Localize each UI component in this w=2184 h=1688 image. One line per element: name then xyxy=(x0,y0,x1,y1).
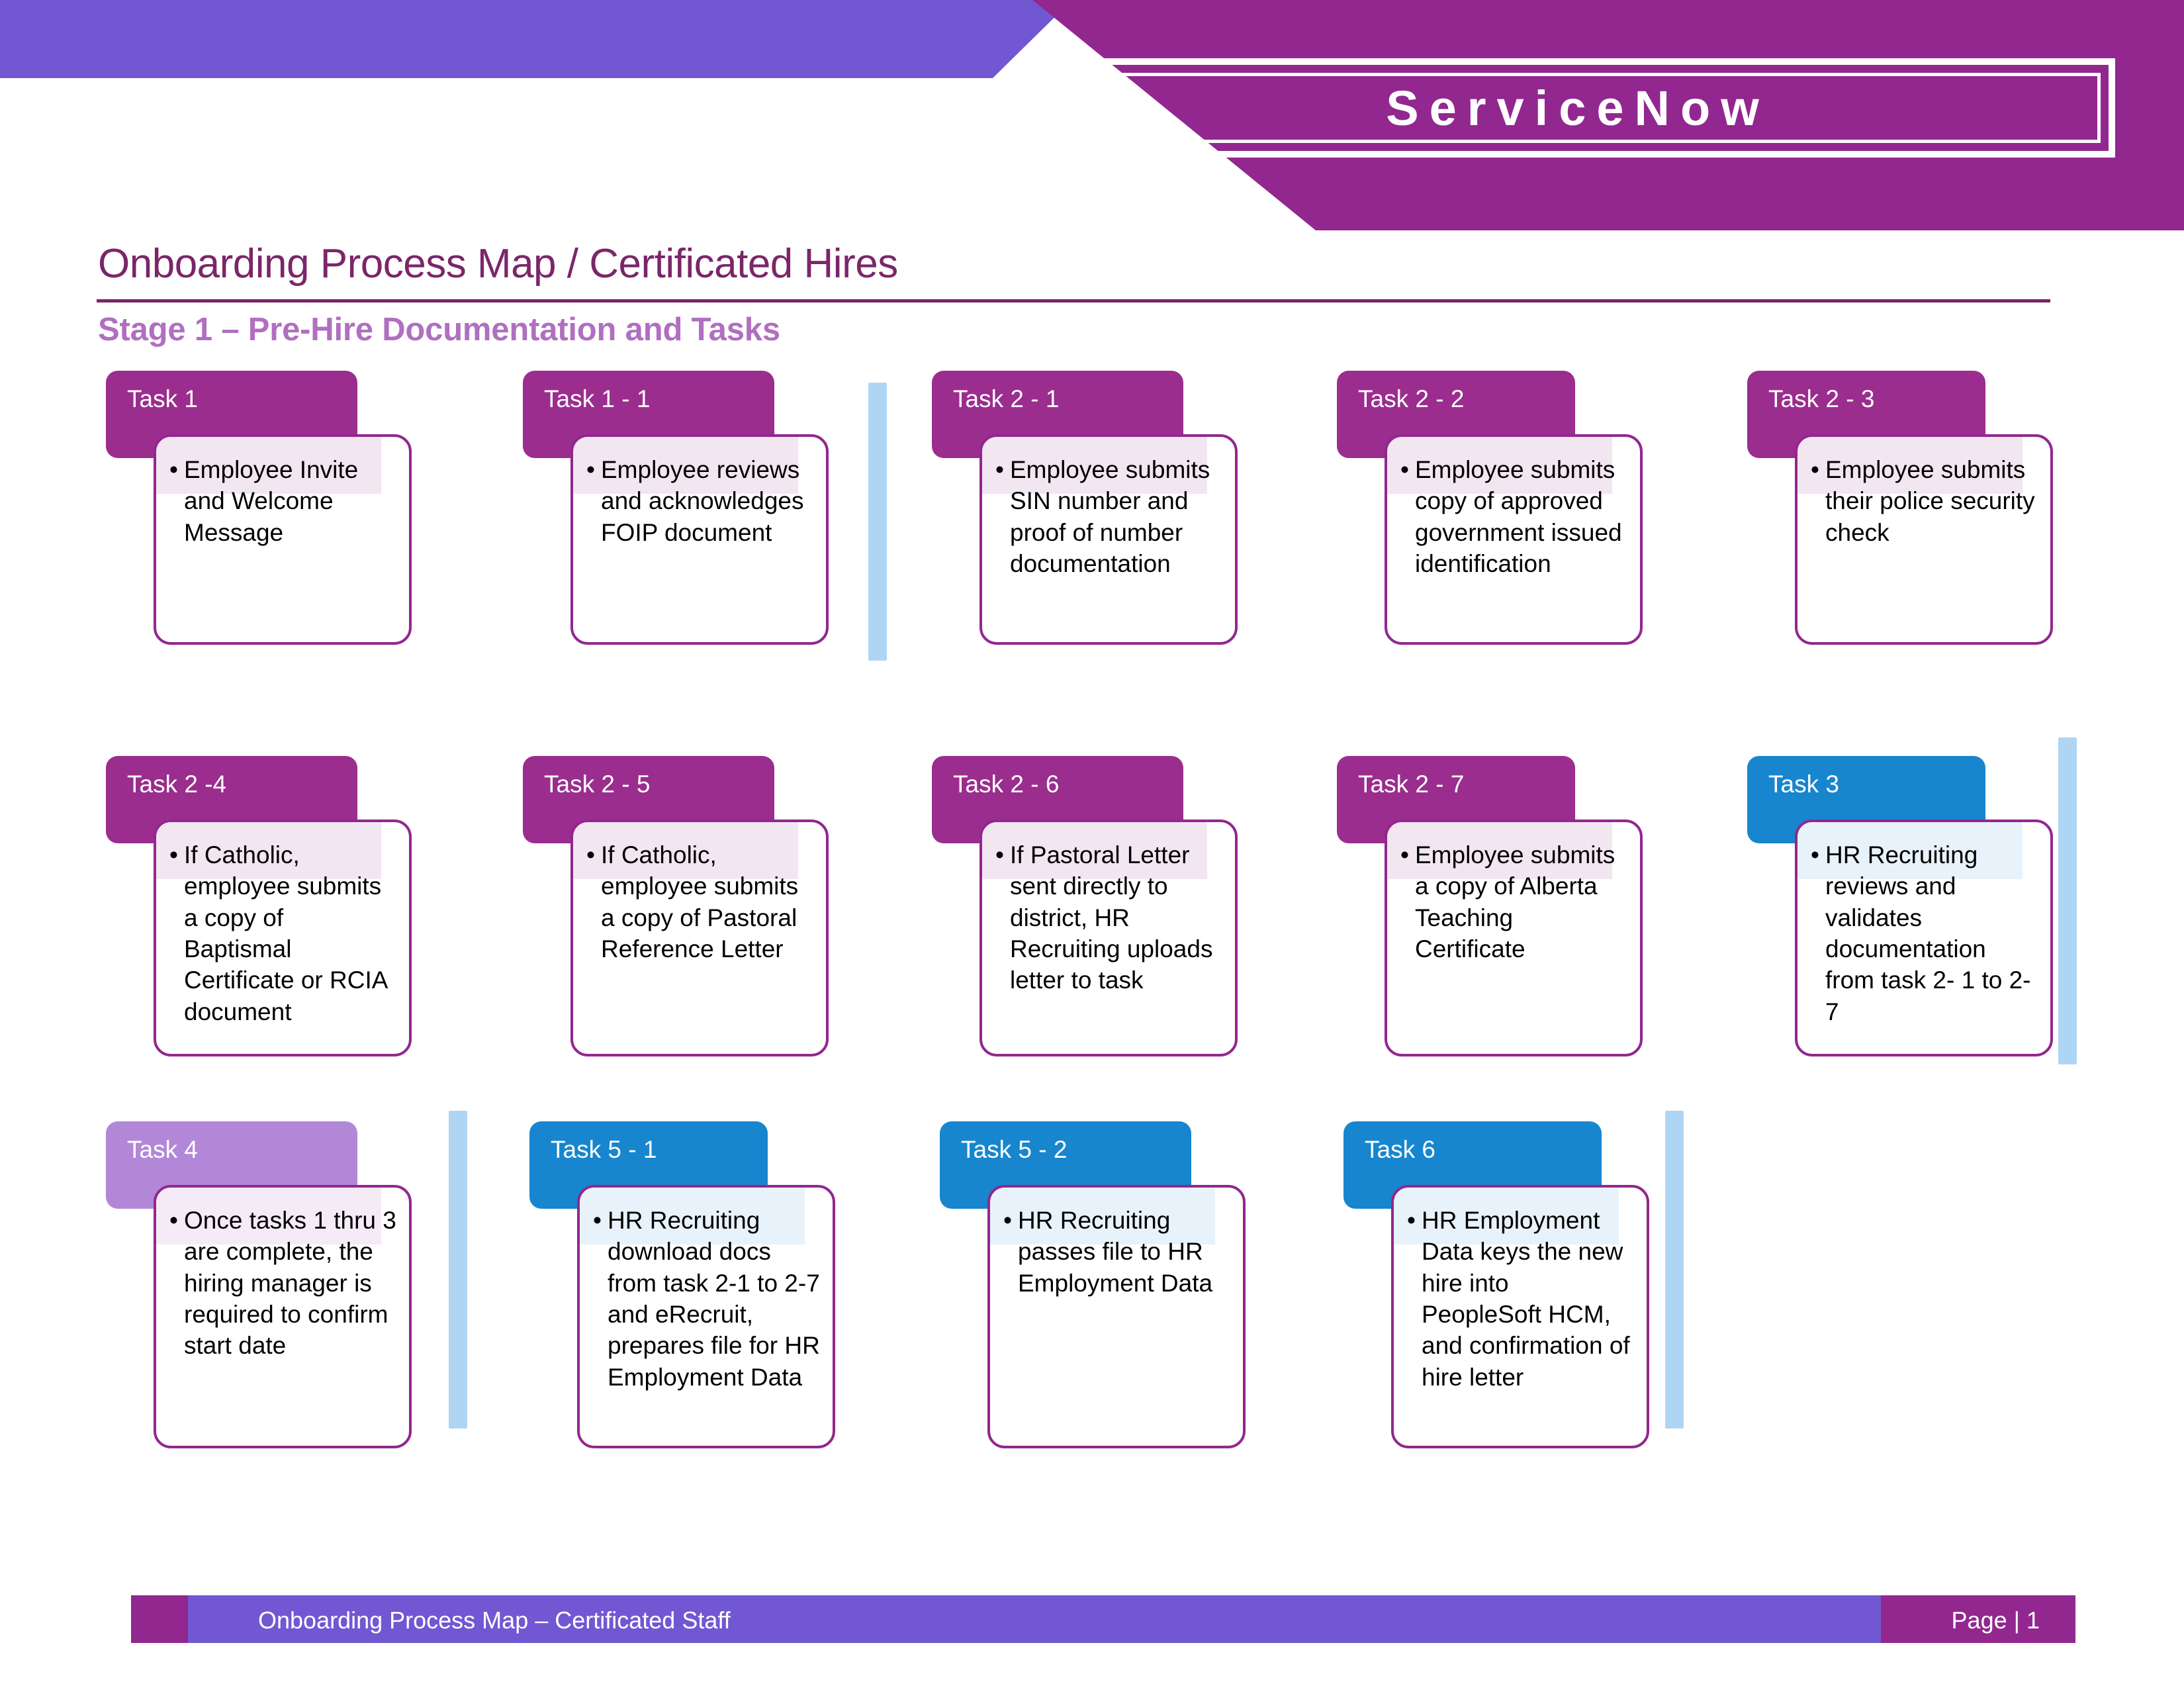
task-card-label-task-4: Task 4 xyxy=(127,1136,198,1163)
task-card-bullet: If Catholic, employee submits a copy of … xyxy=(169,839,397,1027)
task-card-bullet-list-task-1: Employee Invite and Welcome Message xyxy=(156,437,409,565)
task-card-bullet-list-task-5-2: HR Recruiting passes file to HR Employme… xyxy=(990,1188,1243,1316)
brand-name: ServiceNow xyxy=(1386,80,1770,136)
task-card-label-task-2-6: Task 2 - 6 xyxy=(953,771,1060,798)
task-card-bullet: If Catholic, employee submits a copy of … xyxy=(586,839,814,964)
task-card-label-task-3: Task 3 xyxy=(1768,771,1839,798)
task-card-body-task-4: Once tasks 1 thru 3 are complete, the hi… xyxy=(154,1185,412,1448)
task-card-body-task-6: HR Employment Data keys the new hire int… xyxy=(1391,1185,1649,1448)
task-card-body-task-2-1: Employee submits SIN number and proof of… xyxy=(979,434,1238,645)
task-card-bullet-list-task-1-1: Employee reviews and acknowledges FOIP d… xyxy=(573,437,826,565)
task-card-body-task-2-5: If Catholic, employee submits a copy of … xyxy=(570,820,829,1056)
task-card-task-5-2[interactable]: Task 5 - 2 HR Recruiting passes file to H… xyxy=(940,1121,1251,1448)
task-card-bullet: HR Recruiting reviews and validates docu… xyxy=(1811,839,2038,1027)
task-card-body-task-2-4: If Catholic, employee submits a copy of … xyxy=(154,820,412,1056)
stage-title: Stage 1 – Pre-Hire Documentation and Tas… xyxy=(98,312,780,348)
page-header: ServiceNow xyxy=(0,0,2184,238)
task-card-bullet: Employee Invite and Welcome Message xyxy=(169,454,397,548)
task-card-bullet-list-task-2-3: Employee submits their police security c… xyxy=(1797,437,2050,565)
footer-band xyxy=(188,1595,1881,1643)
task-card-body-task-2-2: Employee submits copy of approved govern… xyxy=(1385,434,1643,645)
task-card-task-2-4[interactable]: Task 2 -4 If Catholic, employee submits a… xyxy=(106,756,417,1056)
task-card-label-task-1-1: Task 1 - 1 xyxy=(544,385,651,412)
task-card-body-task-1: Employee Invite and Welcome Message xyxy=(154,434,412,645)
task-card-task-1[interactable]: Task 1 Employee Invite and Welcome Messag… xyxy=(106,371,417,645)
task-card-bullet: Employee reviews and acknowledges FOIP d… xyxy=(586,454,814,548)
task-card-label-task-2-3: Task 2 - 3 xyxy=(1768,385,1875,412)
footer-accent-left xyxy=(131,1595,188,1643)
footer-accent-right xyxy=(1881,1595,2075,1643)
separator-bar-row2 xyxy=(2058,737,2077,1064)
task-card-bullet: Employee submits a copy of Alberta Teach… xyxy=(1400,839,1628,964)
task-card-label-task-2-2: Task 2 - 2 xyxy=(1358,385,1465,412)
task-card-task-2-1[interactable]: Task 2 - 1 Employee submits SIN number an… xyxy=(932,371,1243,645)
task-card-task-1-1[interactable]: Task 1 - 1 Employee reviews and acknowled… xyxy=(523,371,834,645)
task-card-bullet-list-task-2-5: If Catholic, employee submits a copy of … xyxy=(573,822,826,982)
task-card-label-task-2-4: Task 2 -4 xyxy=(127,771,227,798)
task-card-task-2-6[interactable]: Task 2 - 6 If Pastoral Letter sent direct… xyxy=(932,756,1243,1056)
brand-title-box-inner: ServiceNow xyxy=(1044,73,2101,143)
footer-page-number: Page | 1 xyxy=(1951,1607,2040,1634)
task-card-task-2-3[interactable]: Task 2 - 3 Employee submits their police … xyxy=(1747,371,2058,645)
task-card-bullet-list-task-2-2: Employee submits copy of approved govern… xyxy=(1387,437,1640,596)
task-card-label-task-2-7: Task 2 - 7 xyxy=(1358,771,1465,798)
task-card-task-6[interactable]: Task 6 HR Employment Data keys the new hi… xyxy=(1343,1121,1655,1448)
task-card-label-task-6: Task 6 xyxy=(1365,1136,1435,1163)
separator-bar-row3-left xyxy=(449,1111,467,1429)
task-card-bullet: Once tasks 1 thru 3 are complete, the hi… xyxy=(169,1205,397,1362)
task-card-task-5-1[interactable]: Task 5 - 1 HR Recruiting download docs fr… xyxy=(529,1121,841,1448)
task-card-bullet: Employee submits SIN number and proof of… xyxy=(995,454,1223,579)
footer-title: Onboarding Process Map – Certificated St… xyxy=(258,1607,731,1634)
task-card-label-task-2-1: Task 2 - 1 xyxy=(953,385,1060,412)
task-card-bullet: HR Recruiting download docs from task 2-… xyxy=(593,1205,821,1393)
task-card-bullet-list-task-2-1: Employee submits SIN number and proof of… xyxy=(982,437,1235,596)
task-card-label-task-2-5: Task 2 - 5 xyxy=(544,771,651,798)
task-card-body-task-2-7: Employee submits a copy of Alberta Teach… xyxy=(1385,820,1643,1056)
task-card-bullet: If Pastoral Letter sent directly to dist… xyxy=(995,839,1223,996)
separator-bar-row3-right xyxy=(1665,1111,1684,1429)
task-card-bullet: HR Recruiting passes file to HR Employme… xyxy=(1003,1205,1231,1299)
task-card-bullet: HR Employment Data keys the new hire int… xyxy=(1407,1205,1635,1393)
page-footer: Onboarding Process Map – Certificated St… xyxy=(131,1595,2075,1643)
task-card-bullet: Employee submits copy of approved govern… xyxy=(1400,454,1628,579)
task-card-body-task-3: HR Recruiting reviews and validates docu… xyxy=(1795,820,2053,1056)
task-card-task-3[interactable]: Task 3 HR Recruiting reviews and validate… xyxy=(1747,756,2058,1056)
title-divider xyxy=(97,299,2050,303)
task-card-task-2-5[interactable]: Task 2 - 5 If Catholic, employee submits … xyxy=(523,756,834,1056)
task-card-label-task-5-2: Task 5 - 2 xyxy=(961,1136,1068,1163)
task-card-bullet-list-task-5-1: HR Recruiting download docs from task 2-… xyxy=(580,1188,833,1410)
task-card-task-4[interactable]: Task 4 Once tasks 1 thru 3 are complete, … xyxy=(106,1121,417,1448)
task-card-task-2-2[interactable]: Task 2 - 2 Employee submits copy of appro… xyxy=(1337,371,1648,645)
task-card-bullet-list-task-2-6: If Pastoral Letter sent directly to dist… xyxy=(982,822,1235,1013)
page-title: Onboarding Process Map / Certificated Hi… xyxy=(98,241,898,287)
task-card-body-task-5-2: HR Recruiting passes file to HR Employme… xyxy=(987,1185,1246,1448)
task-card-body-task-2-3: Employee submits their police security c… xyxy=(1795,434,2053,645)
task-card-bullet-list-task-2-7: Employee submits a copy of Alberta Teach… xyxy=(1387,822,1640,982)
task-card-task-2-7[interactable]: Task 2 - 7 Employee submits a copy of Alb… xyxy=(1337,756,1648,1056)
task-card-label-task-1: Task 1 xyxy=(127,385,198,412)
separator-bar-row1 xyxy=(868,383,887,661)
header-violet-band xyxy=(0,0,1072,78)
brand-title-box: ServiceNow xyxy=(1030,58,2115,158)
task-card-label-task-5-1: Task 5 - 1 xyxy=(551,1136,657,1163)
task-card-bullet-list-task-3: HR Recruiting reviews and validates docu… xyxy=(1797,822,2050,1045)
task-card-body-task-5-1: HR Recruiting download docs from task 2-… xyxy=(577,1185,835,1448)
task-card-body-task-1-1: Employee reviews and acknowledges FOIP d… xyxy=(570,434,829,645)
task-card-bullet-list-task-2-4: If Catholic, employee submits a copy of … xyxy=(156,822,409,1045)
task-card-body-task-2-6: If Pastoral Letter sent directly to dist… xyxy=(979,820,1238,1056)
task-card-bullet-list-task-6: HR Employment Data keys the new hire int… xyxy=(1394,1188,1647,1410)
task-card-bullet: Employee submits their police security c… xyxy=(1811,454,2038,548)
task-card-bullet-list-task-4: Once tasks 1 thru 3 are complete, the hi… xyxy=(156,1188,409,1379)
